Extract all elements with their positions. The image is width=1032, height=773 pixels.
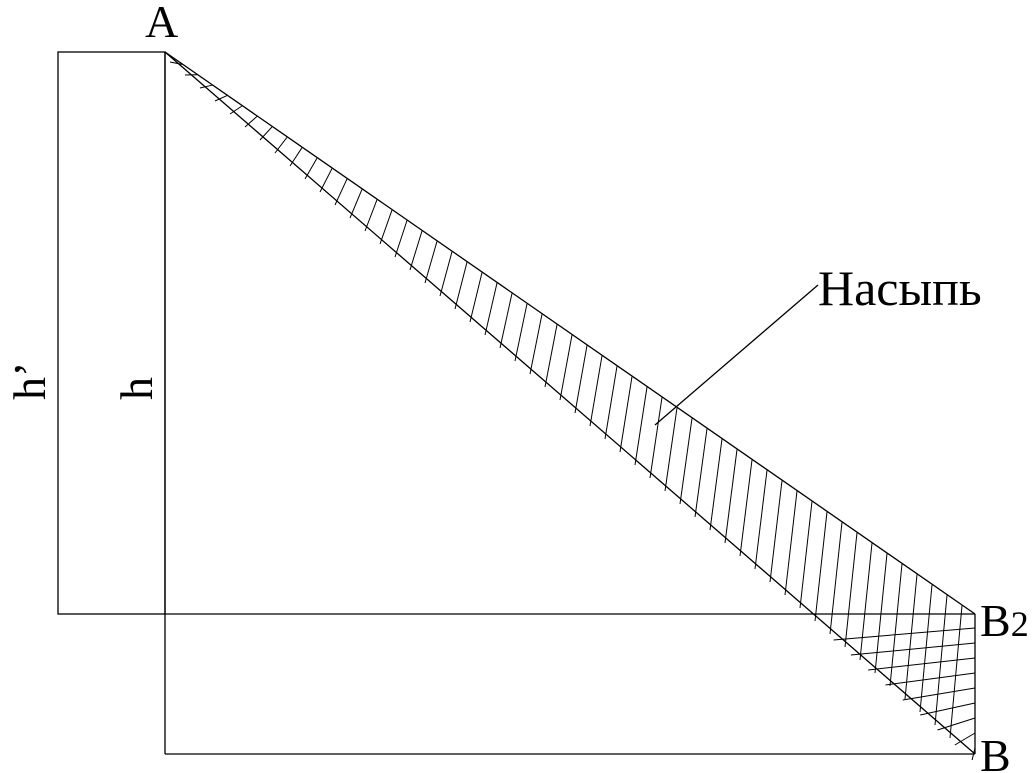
hatch-stroke xyxy=(769,480,783,583)
hatch-stroke xyxy=(259,126,273,141)
hatch-stroke xyxy=(484,282,498,336)
hatch-stroke xyxy=(529,314,543,375)
height-h-prime-letter: h xyxy=(4,377,55,400)
hatch-stroke xyxy=(868,657,976,671)
hatch-stroke xyxy=(844,532,858,648)
hatch-stroke xyxy=(850,642,976,656)
hatch-stroke xyxy=(694,428,708,518)
hatch-stroke xyxy=(499,293,513,349)
hatch-stroke xyxy=(439,251,453,297)
hatch-stroke xyxy=(304,157,318,180)
hatch-stroke xyxy=(469,272,483,323)
hatch-stroke xyxy=(739,459,753,557)
hatch-stroke xyxy=(902,687,976,701)
embankment-label: Насыпь xyxy=(818,260,982,316)
point-b2-subscript: 2 xyxy=(1011,604,1029,644)
point-b-label: B xyxy=(980,730,1011,773)
point-a-label: A xyxy=(145,0,178,47)
hatch-stroke xyxy=(454,261,468,310)
hatch-stroke xyxy=(949,605,963,739)
hatch-stroke xyxy=(214,95,228,102)
hatch-stroke xyxy=(814,511,828,622)
hatch-stroke xyxy=(289,147,303,167)
hatch-stroke xyxy=(934,595,948,726)
hatch-stroke xyxy=(971,747,976,761)
h-prime-rectangle xyxy=(57,51,166,615)
hatch-stroke xyxy=(904,574,918,700)
point-b2-label: B2 xyxy=(980,595,1029,646)
hatch-stroke xyxy=(244,116,258,128)
hatch-stroke xyxy=(559,334,573,401)
slope-a-b xyxy=(164,51,976,755)
hatch-stroke xyxy=(334,178,348,206)
slope-a-b2 xyxy=(164,51,976,615)
hatch-stroke xyxy=(724,449,738,544)
embankment-leader-line xyxy=(654,284,819,426)
hatch-stroke xyxy=(319,168,333,193)
hatch-stroke xyxy=(619,376,633,453)
hatch-stroke xyxy=(274,136,288,154)
hatch-stroke xyxy=(784,491,798,596)
hatch-stroke xyxy=(364,199,378,232)
hatch-stroke xyxy=(829,522,843,635)
point-b2-letter: B xyxy=(980,595,1011,646)
height-h-prime-mark: ’ xyxy=(4,362,55,377)
hatch-stroke xyxy=(664,407,678,492)
hatch-stroke xyxy=(920,702,976,716)
hatch-stroke xyxy=(679,418,693,505)
hatch-stroke xyxy=(874,553,888,674)
hatch-stroke xyxy=(229,105,243,115)
hatch-stroke xyxy=(514,303,528,362)
hatch-stroke xyxy=(409,230,423,271)
height-h-label: h xyxy=(111,377,162,400)
hatch-stroke xyxy=(889,563,903,687)
hatch-stroke xyxy=(799,501,813,609)
hatch-stroke xyxy=(859,543,873,661)
hatch-stroke xyxy=(649,397,663,479)
hatch-stroke xyxy=(199,84,213,89)
hatch-stroke xyxy=(349,189,363,219)
hatch-stroke xyxy=(937,717,976,731)
hatch-stroke xyxy=(885,672,976,686)
hatch-stroke xyxy=(604,366,618,440)
hatch-stroke xyxy=(589,355,603,427)
hatch-stroke xyxy=(754,470,768,570)
hatch-stroke xyxy=(709,439,723,531)
hatch-stroke xyxy=(574,345,588,414)
hatch-stroke xyxy=(394,220,408,258)
hatch-stroke xyxy=(169,61,183,65)
hatch-stroke xyxy=(634,386,648,466)
hatch-stroke xyxy=(424,241,438,284)
height-h-prime-label: h’ xyxy=(4,362,55,400)
hatch-stroke xyxy=(954,732,976,746)
hatch-stroke xyxy=(379,209,393,245)
hatch-stroke xyxy=(919,584,933,713)
hatch-stroke xyxy=(833,627,976,641)
hatch-stroke xyxy=(544,324,558,388)
embankment-hatching xyxy=(169,61,976,761)
